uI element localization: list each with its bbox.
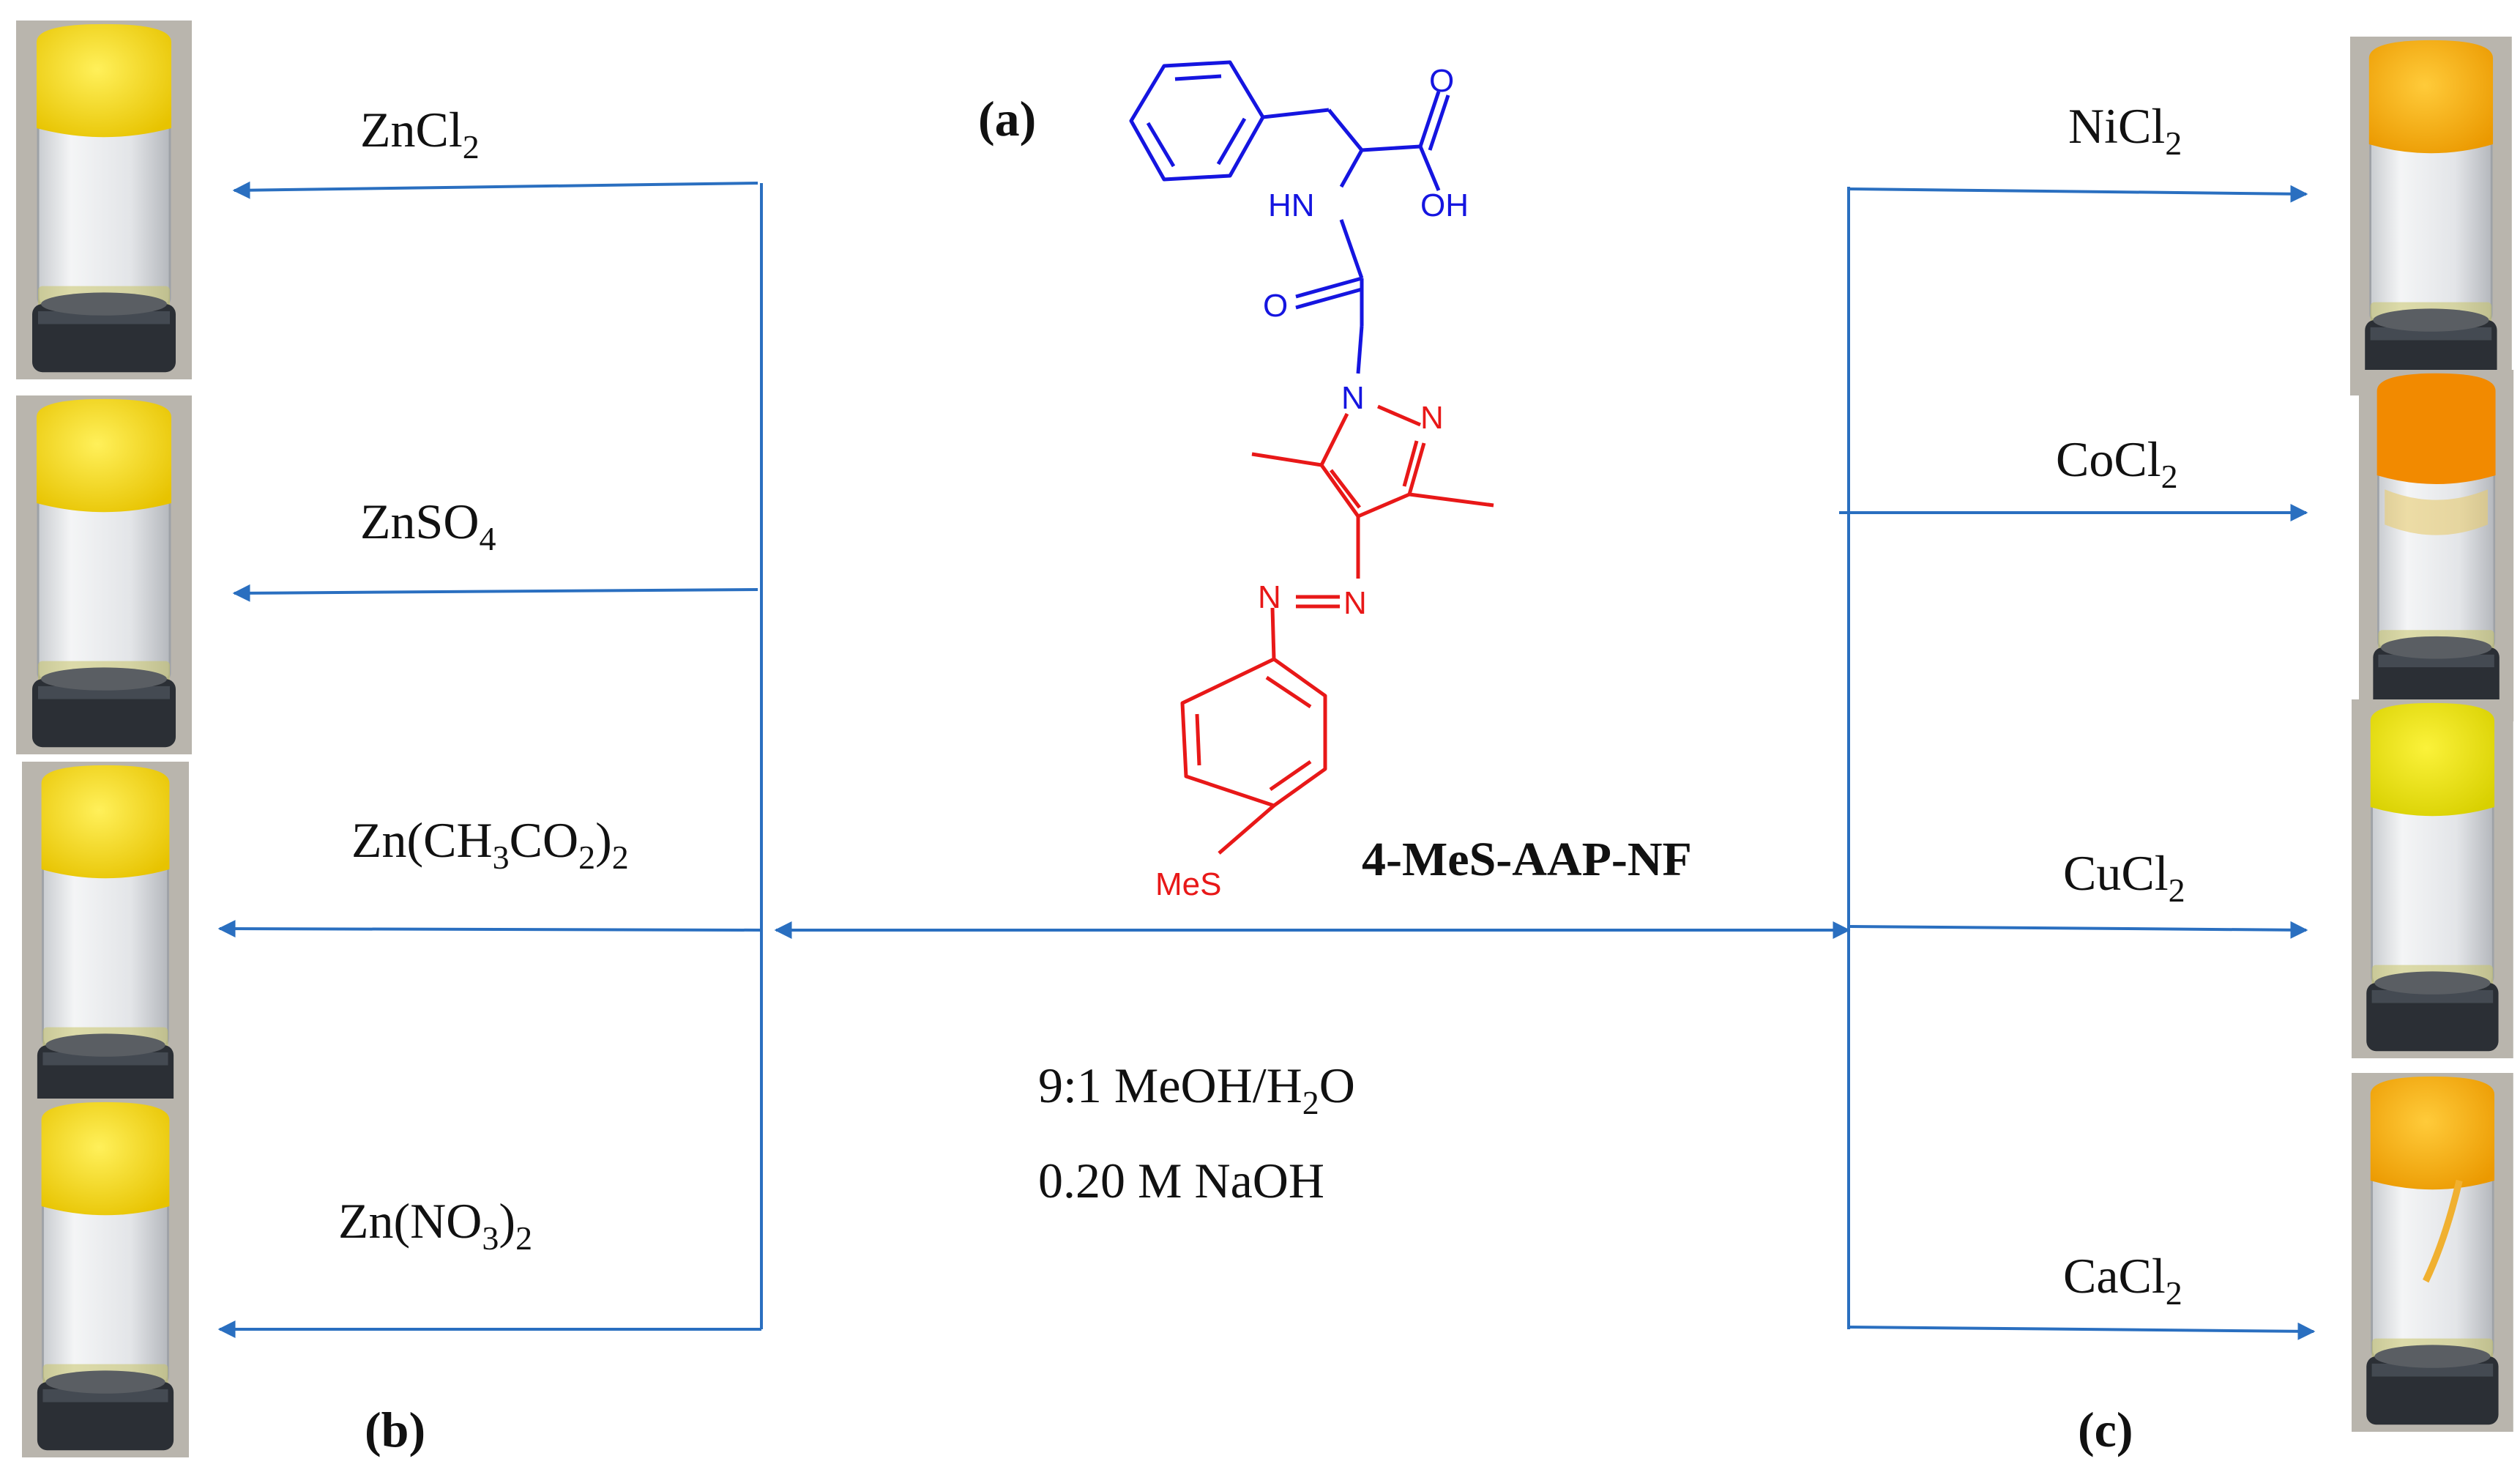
compound-name: 4-MeS-AAP-NF — [1362, 833, 1692, 886]
svg-text:O: O — [1429, 63, 1454, 99]
label-cacl2: CaCl2 — [2063, 1248, 2182, 1312]
svg-text:N: N — [1343, 585, 1367, 621]
label-zncl2: ZnCl2 — [360, 102, 480, 166]
svg-text:HN: HN — [1268, 187, 1315, 223]
vial-cacl2 — [2350, 1071, 2515, 1433]
svg-text:OH: OH — [1420, 187, 1469, 223]
arrows-right — [1839, 185, 2316, 1340]
svg-text:N: N — [1420, 400, 1444, 436]
vial-cocl2 — [2357, 368, 2515, 723]
svg-text:N: N — [1341, 380, 1365, 416]
vial-zn-acetate — [20, 760, 190, 1122]
vial-zn-nitrate — [20, 1097, 190, 1459]
label-zn-acetate: Zn(CH3CO2)2 — [351, 812, 629, 876]
svg-text:N: N — [1258, 579, 1281, 615]
vial-nicl2 — [2349, 35, 2513, 397]
condition-solvent: 9:1 MeOH/H2O — [1038, 1058, 1355, 1121]
label-nicl2: NiCl2 — [2068, 98, 2182, 162]
arrows-left — [217, 181, 763, 1338]
structure-azo-fragment — [1180, 404, 1494, 855]
vial-cucl2 — [2350, 698, 2515, 1060]
panel-label-b: (b) — [365, 1402, 425, 1457]
svg-text:O: O — [1263, 288, 1288, 324]
panel-label-a: (a) — [978, 91, 1036, 146]
structure-atom-labels: O OH HN O N N N N MeS — [1155, 63, 1469, 902]
label-cucl2: CuCl2 — [2063, 845, 2185, 909]
vial-znso4 — [15, 394, 193, 756]
label-znso4: ZnSO4 — [360, 494, 496, 557]
structure-peptide-fragment — [1129, 60, 1450, 374]
vial-zncl2 — [15, 19, 193, 381]
panel-label-c: (c) — [2078, 1402, 2133, 1457]
svg-text:MeS: MeS — [1155, 866, 1221, 902]
label-cocl2: CoCl2 — [2056, 431, 2178, 495]
condition-base: 0.20 M NaOH — [1038, 1153, 1324, 1208]
label-zn-nitrate: Zn(NO3)2 — [338, 1193, 532, 1257]
